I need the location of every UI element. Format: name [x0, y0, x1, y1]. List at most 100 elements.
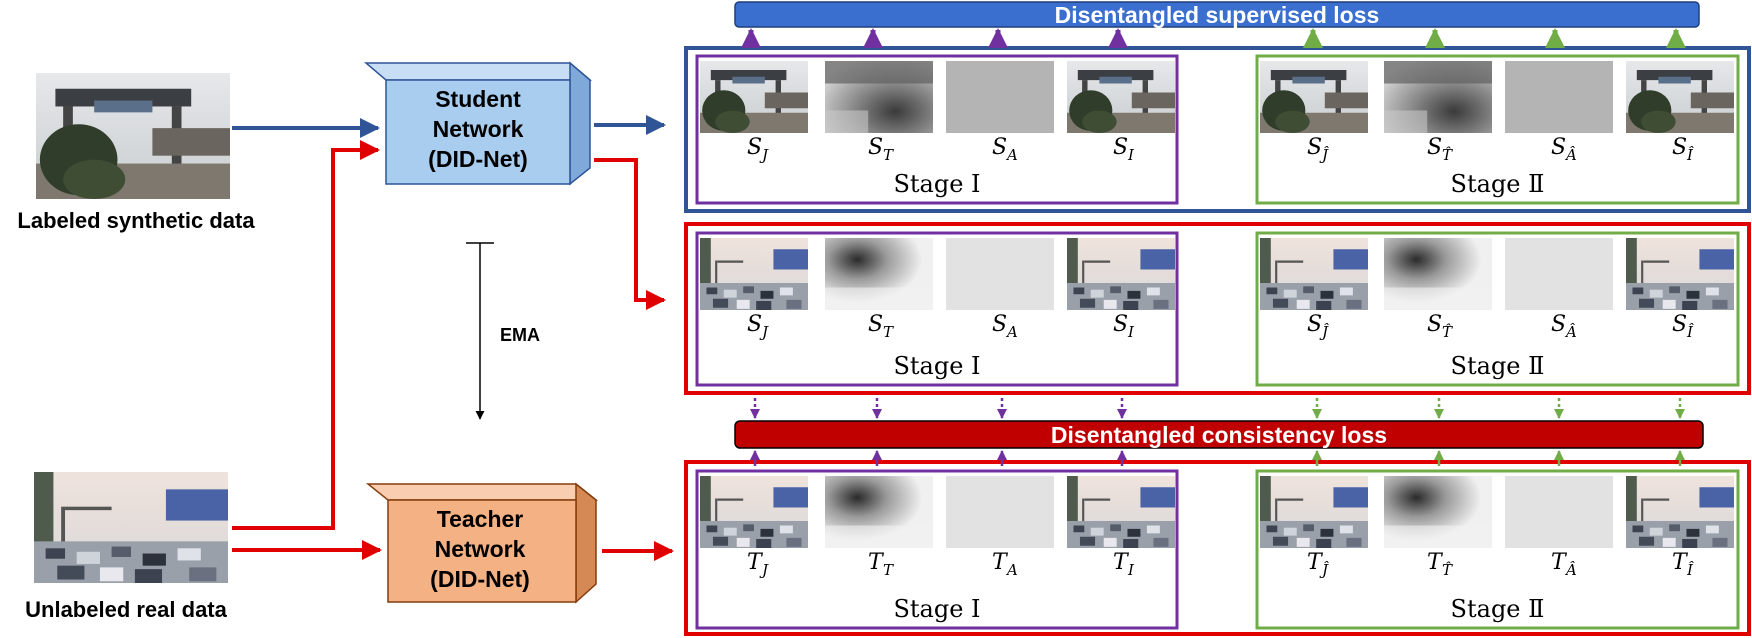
output-thumbnail: [1067, 238, 1175, 310]
row1-frame: [684, 46, 1751, 213]
output-thumbnail: [1505, 476, 1613, 548]
stage-2-label: Stage Ⅱ: [1451, 352, 1545, 380]
output-thumbnail: [1505, 238, 1613, 310]
output-thumbnail: [1260, 61, 1368, 133]
output-symbol: S: [1551, 135, 1566, 160]
teacher-box-side: [575, 482, 597, 604]
student-box-face: [385, 79, 571, 185]
output-symbol: S: [992, 135, 1007, 160]
teacher-line2: Network: [435, 536, 526, 562]
output-symbol: S: [747, 312, 762, 337]
output-thumbnail: [700, 61, 808, 133]
output-thumbnail: [700, 238, 808, 310]
student-line1: Student: [435, 86, 521, 112]
output-symbol-subscript: J: [759, 561, 769, 579]
output-symbol-subscript: T̂: [1442, 323, 1453, 341]
synthetic-input-label: Labeled synthetic data: [17, 208, 255, 233]
output-symbol: S: [1427, 312, 1442, 337]
output-thumbnail: [1505, 61, 1613, 133]
student-box-side: [569, 61, 591, 186]
output-symbol-subscript: Â: [1564, 146, 1577, 164]
output-symbol-subscript: I: [1127, 146, 1135, 164]
teacher-box-top: [365, 483, 599, 501]
output-thumbnail: [946, 476, 1054, 548]
stage-1-box: [695, 469, 1179, 630]
output-symbol-subscript: I: [1127, 561, 1135, 579]
real-input-label: Unlabeled real data: [25, 597, 228, 622]
output-symbol: S: [1551, 312, 1566, 337]
output-symbol: S: [1427, 135, 1442, 160]
teacher-box-face: [387, 499, 577, 603]
output-symbol: S: [992, 312, 1007, 337]
output-symbol: S: [1307, 312, 1322, 337]
stage-1-box: [695, 54, 1179, 205]
output-symbol: T: [1307, 550, 1324, 575]
output-symbol: T: [1672, 550, 1689, 575]
output-symbol-subscript: Ĵ: [1319, 146, 1329, 164]
output-thumbnail: [1384, 238, 1492, 310]
stage-1-label: Stage Ⅰ: [893, 352, 980, 380]
arrow-student-to-row2: [594, 158, 666, 310]
flow-arrows: [232, 115, 674, 561]
output-thumbnail: [1626, 476, 1734, 548]
output-symbol: T: [868, 550, 885, 575]
output-symbol: T: [1427, 550, 1444, 575]
output-thumbnail: [825, 476, 933, 548]
output-symbol-subscript: Î: [1686, 146, 1694, 164]
stage-1-label: Stage Ⅰ: [893, 595, 980, 623]
output-symbol: T: [747, 550, 764, 575]
supervised-loss-bar: Disentangled supervised loss: [734, 1, 1700, 28]
student-line3: (DID-Net): [428, 146, 528, 172]
output-symbol: S: [1307, 135, 1322, 160]
output-symbol: S: [1672, 312, 1687, 337]
output-symbol: S: [868, 312, 883, 337]
teacher-line3: (DID-Net): [430, 566, 530, 592]
output-symbol-subscript: T: [883, 146, 894, 164]
stage-2-label: Stage Ⅱ: [1451, 170, 1545, 198]
output-thumbnail: [1260, 476, 1368, 548]
output-symbol-subscript: A: [1005, 323, 1018, 341]
ema-connector: EMA: [466, 242, 540, 420]
consistency-loss-bar: Disentangled consistency loss: [734, 420, 1704, 449]
output-symbol-subscript: A: [1005, 561, 1018, 579]
output-symbol-subscript: T: [883, 561, 894, 579]
student-line2: Network: [433, 116, 524, 142]
output-symbol: S: [1113, 312, 1128, 337]
output-thumbnail: [1067, 476, 1175, 548]
output-thumbnail: [1626, 238, 1734, 310]
stage-2-box: [1255, 469, 1740, 630]
output-symbol: T: [1551, 550, 1568, 575]
output-thumbnail: [946, 61, 1054, 133]
output-symbol: S: [1672, 135, 1687, 160]
arrow-real-to-student: [232, 140, 380, 530]
output-symbol-subscript: I: [1127, 323, 1135, 341]
output-symbol-subscript: Î: [1686, 323, 1694, 341]
output-thumbnail: [1384, 476, 1492, 548]
output-symbol-subscript: J: [759, 323, 769, 341]
output-symbol-subscript: T̂: [1442, 561, 1453, 579]
output-symbol-subscript: J: [759, 146, 769, 164]
teacher-line1: Teacher: [437, 506, 524, 532]
output-symbol-subscript: A: [1005, 146, 1018, 164]
output-symbol-subscript: Â: [1564, 323, 1577, 341]
output-symbol-subscript: Â: [1564, 561, 1577, 579]
supervised-loss-label: Disentangled supervised loss: [1055, 2, 1380, 28]
output-thumbnail: [1384, 61, 1492, 133]
output-symbol: S: [747, 135, 762, 160]
output-thumbnail: [1067, 61, 1175, 133]
stage-2-box: [1255, 231, 1740, 387]
output-thumbnail: [1260, 238, 1368, 310]
output-symbol-subscript: T̂: [1442, 146, 1453, 164]
output-symbol-subscript: Ĵ: [1319, 323, 1329, 341]
student-network-box: Student Network (DID-Net): [363, 61, 593, 186]
output-thumbnail: [1626, 61, 1734, 133]
output-symbol-subscript: Î: [1686, 561, 1694, 579]
student-box-top: [363, 62, 593, 81]
output-thumbnail: [700, 476, 808, 548]
